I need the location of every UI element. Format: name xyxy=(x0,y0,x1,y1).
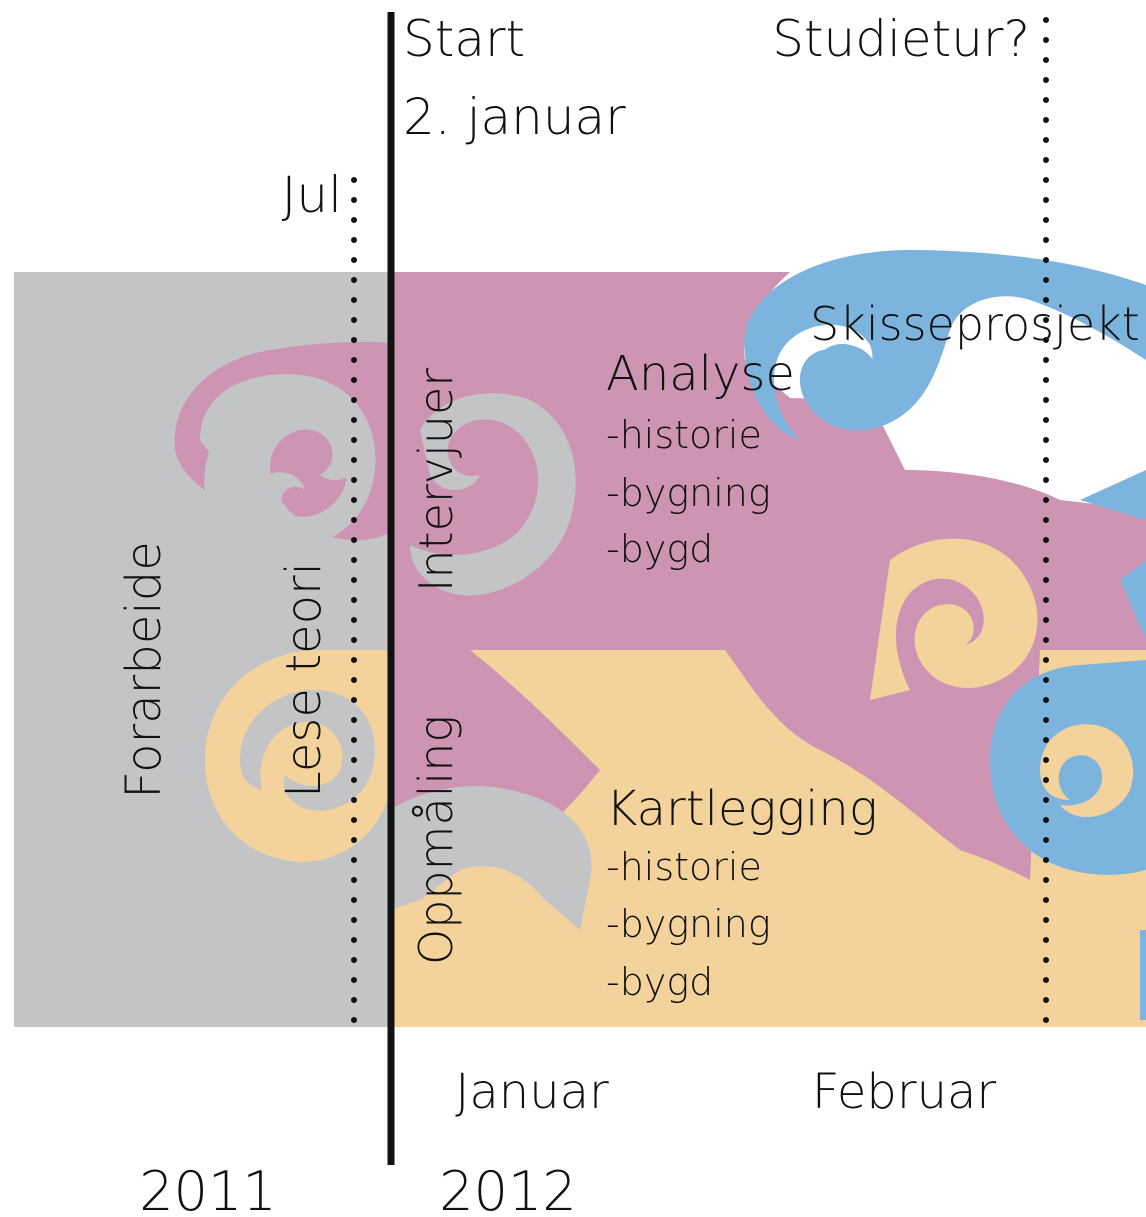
mapping-title: Kartlegging xyxy=(606,781,878,837)
year-2011: 2011 xyxy=(139,1160,276,1217)
month-february: Februar xyxy=(812,1064,997,1120)
analysis-item: -bygd xyxy=(606,527,713,571)
start-date-label: 2. januar xyxy=(403,88,626,146)
sketch-project-label: Skisseprosjekt xyxy=(810,297,1140,351)
mapping-swirl-left-hole xyxy=(240,690,375,811)
analysis-item: -bygning xyxy=(606,471,771,515)
grey-swirl-left xyxy=(200,374,376,546)
sketch-swirl-lower xyxy=(990,660,1146,875)
sketch-swirl-lower-core xyxy=(1040,724,1134,817)
analysis-item: -historie xyxy=(606,413,762,457)
sketch-swirl-top-core xyxy=(810,344,879,415)
mapping-swirl-upper xyxy=(870,538,1038,700)
july-label: Jul xyxy=(282,166,342,224)
grey-swirl-center xyxy=(410,393,576,596)
mapping-item: -bygning xyxy=(606,902,771,946)
grey-wave-lower xyxy=(390,786,592,930)
interviews-label: Intervjuer xyxy=(409,368,463,592)
mapping-item: -bygd xyxy=(606,960,713,1004)
read-theory-label: Lese teori xyxy=(276,562,332,798)
analysis-title: Analyse xyxy=(606,346,795,402)
month-january: Januar xyxy=(455,1064,609,1120)
start-label: Start xyxy=(403,10,525,68)
study-trip-label: Studietur? xyxy=(772,10,1030,68)
year-2012: 2012 xyxy=(439,1160,576,1217)
survey-label: Oppmåling xyxy=(409,715,463,965)
preparation-label: Forarbeide xyxy=(116,541,172,798)
mapping-item: -historie xyxy=(606,845,762,889)
